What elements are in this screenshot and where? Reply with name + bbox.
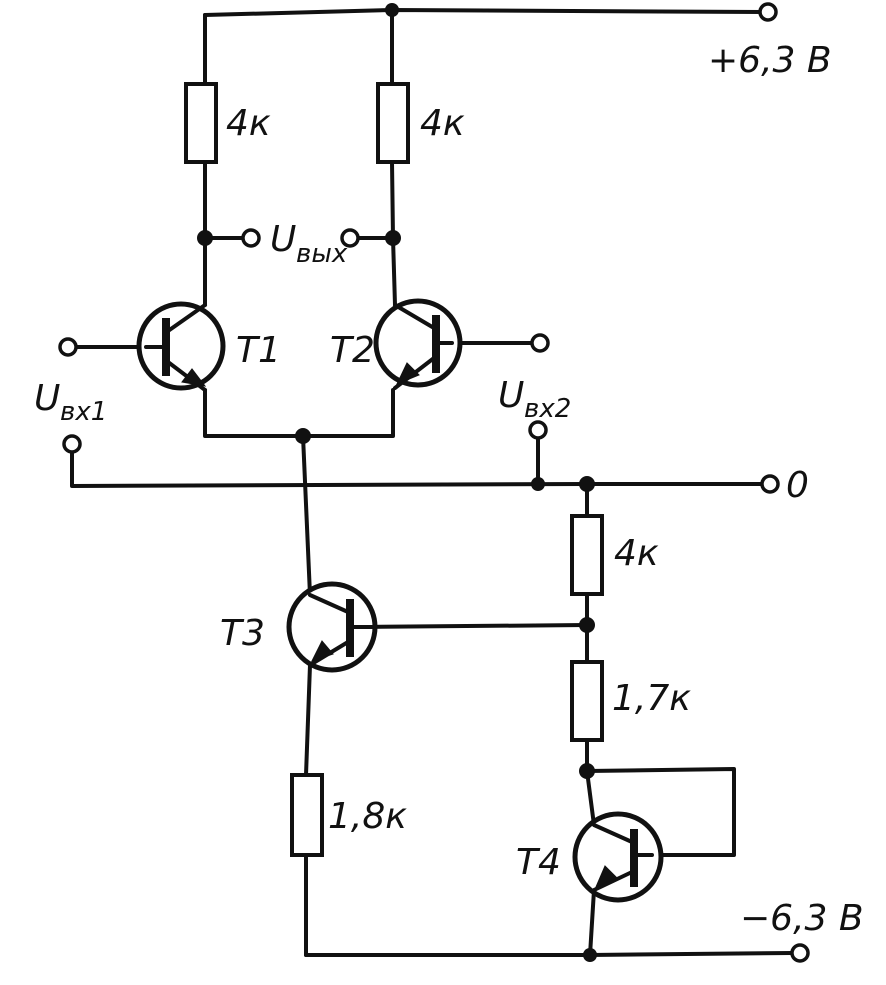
transistor-t1-emitter-arrow-icon	[181, 368, 207, 387]
resistor-r4	[570, 660, 604, 742]
transistor-t2	[373, 298, 463, 390]
label-input1: U вх1	[34, 378, 107, 427]
wire-ground-rail	[70, 450, 764, 488]
label-r2: 4к	[420, 103, 465, 144]
wire-t3-emitter	[304, 663, 312, 777]
terminal-input2-ground	[528, 420, 548, 440]
wire-t3-base	[356, 623, 589, 629]
terminals	[58, 2, 810, 963]
transistor-t4-collector-lead	[592, 823, 634, 844]
label-t3: T3	[220, 613, 265, 654]
labels: +6,3 В 0 −6,3 В 4к 4к 4к 1,7к 1,8к T1 T2…	[34, 40, 864, 939]
label-t1: T1	[236, 330, 281, 371]
junctions	[197, 3, 597, 962]
resistor-r1	[184, 82, 218, 164]
wire-bottom-rail	[304, 951, 794, 957]
label-t2: T2	[330, 330, 375, 371]
resistors	[184, 82, 604, 857]
wire-t4-diode-loop	[585, 767, 736, 857]
terminal-output-left	[241, 228, 261, 248]
resistor-r3	[570, 514, 604, 596]
transistor-t2-collector-lead	[393, 303, 436, 330]
terminal-output-right	[340, 228, 360, 248]
transistor-t3-emitter-arrow-icon	[311, 640, 334, 662]
label-r4: 1,7к	[612, 678, 691, 719]
junction-divider-mid	[579, 617, 595, 633]
junction-in2-ground	[531, 477, 545, 491]
label-r3: 4к	[614, 533, 659, 574]
resistor-r5	[290, 773, 324, 857]
junction-emitter-tail	[295, 428, 311, 444]
wire-t4-emitter	[588, 888, 596, 957]
transistor-t2-emitter-arrow-icon	[395, 362, 420, 385]
wire-top-rail	[203, 8, 764, 17]
junction-top-rail	[385, 3, 399, 17]
terminal-input2-base	[530, 333, 550, 353]
wires	[70, 8, 794, 957]
resistor-r2	[376, 82, 410, 164]
wire-tail-to-t3	[301, 434, 312, 597]
transistor-t4-emitter-arrow-icon	[595, 865, 618, 888]
transistor-t1-collector-lead	[166, 303, 207, 333]
transistor-t4-emitter-lead	[592, 870, 634, 892]
terminal-input1-base	[58, 337, 78, 357]
terminal-positive-supply	[758, 2, 778, 22]
transistor-t1-body	[136, 301, 226, 391]
terminal-ground	[760, 474, 780, 494]
label-output: U вых	[270, 219, 348, 269]
junction-t1-collector	[197, 230, 213, 246]
label-r5: 1,8к	[328, 796, 407, 837]
label-positive-supply: +6,3 В	[708, 40, 832, 81]
junction-bottom-rail	[583, 948, 597, 962]
transistor-t3	[286, 581, 378, 673]
junction-divider-bottom	[579, 763, 595, 779]
terminal-negative-supply	[790, 943, 810, 963]
junction-divider-top	[579, 476, 595, 492]
transistor-t4	[572, 811, 664, 903]
wire-r2-bottom	[390, 160, 395, 240]
label-t4: T4	[516, 842, 561, 883]
transistor-t1	[136, 301, 226, 392]
label-negative-supply: −6,3 В	[740, 898, 864, 939]
wire-t2-collector	[391, 236, 397, 307]
terminal-input1-ground	[62, 434, 82, 454]
label-ground: 0	[786, 465, 809, 506]
transistor-t3-collector-lead	[308, 593, 350, 614]
label-r1: 4к	[226, 103, 271, 144]
junction-t2-collector	[385, 230, 401, 246]
label-input2: U вх2	[498, 375, 571, 424]
wire-t4-collector	[585, 769, 596, 827]
transistor-t4-body	[572, 811, 664, 903]
